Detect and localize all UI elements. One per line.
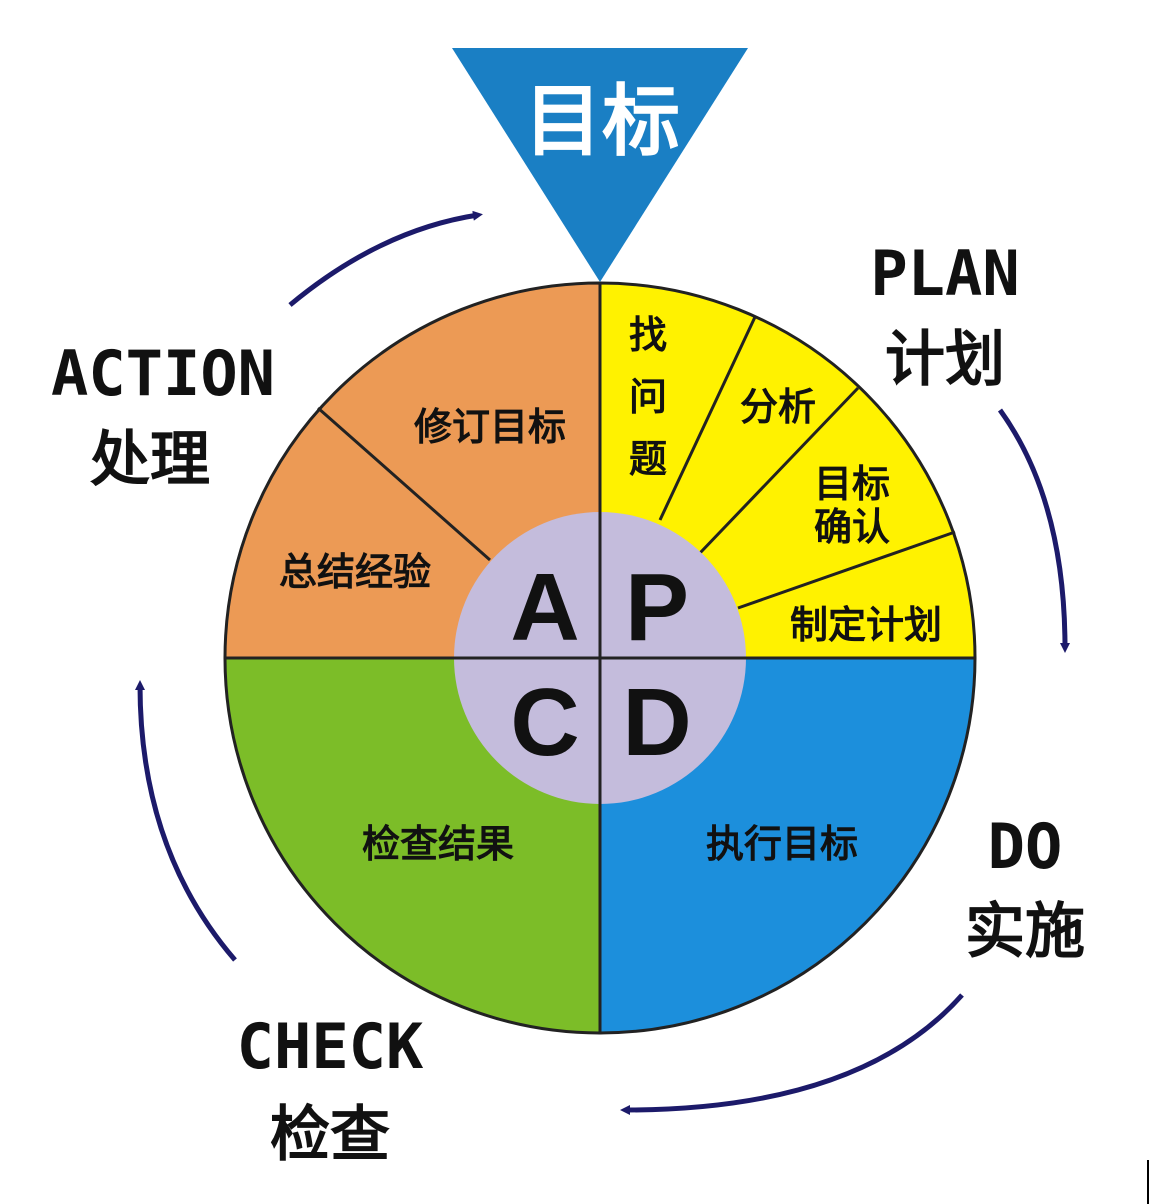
letter-d: D — [622, 669, 691, 776]
arrow-check-to-action — [135, 680, 237, 962]
letter-c: C — [510, 669, 579, 776]
arrow-action-to-goal — [288, 210, 483, 307]
action-label-cn: 处理 — [90, 425, 210, 495]
segment-analyze: 分析 — [740, 385, 816, 429]
check-label-cn: 检查 — [270, 1100, 390, 1170]
segment-make-plan: 制定计划 — [790, 603, 942, 647]
divider — [698, 386, 860, 555]
segment-confirm-goal: 目标 — [814, 462, 890, 506]
arrow-plan-to-do — [997, 408, 1070, 653]
segment-revise-goal: 修订目标 — [414, 405, 566, 449]
segment-find-problem: 问 — [629, 375, 667, 419]
segment-check-result: 检查结果 — [362, 822, 514, 866]
do-label-cn: 实施 — [965, 897, 1085, 967]
segment-find-problem: 找 — [629, 313, 667, 357]
goal-label: 目标 — [524, 77, 680, 167]
segment-summarize: 总结经验 — [279, 550, 431, 594]
letter-a: A — [510, 554, 579, 661]
plan-label: PLAN — [870, 237, 1019, 310]
action-label: ACTION — [51, 337, 275, 410]
divider — [737, 530, 956, 610]
plan-label-cn: 计划 — [885, 325, 1005, 395]
letter-p: P — [625, 554, 689, 661]
goal-triangle — [452, 48, 748, 282]
do-label: DO — [988, 810, 1063, 883]
arrow-do-to-check — [620, 993, 964, 1115]
segment-confirm-goal: 确认 — [814, 505, 890, 549]
segment-execute-goal: 执行目标 — [706, 822, 858, 866]
check-label: CHECK — [237, 1010, 424, 1083]
divider — [317, 406, 491, 562]
segment-find-problem: 题 — [629, 437, 667, 481]
divider — [658, 316, 757, 521]
